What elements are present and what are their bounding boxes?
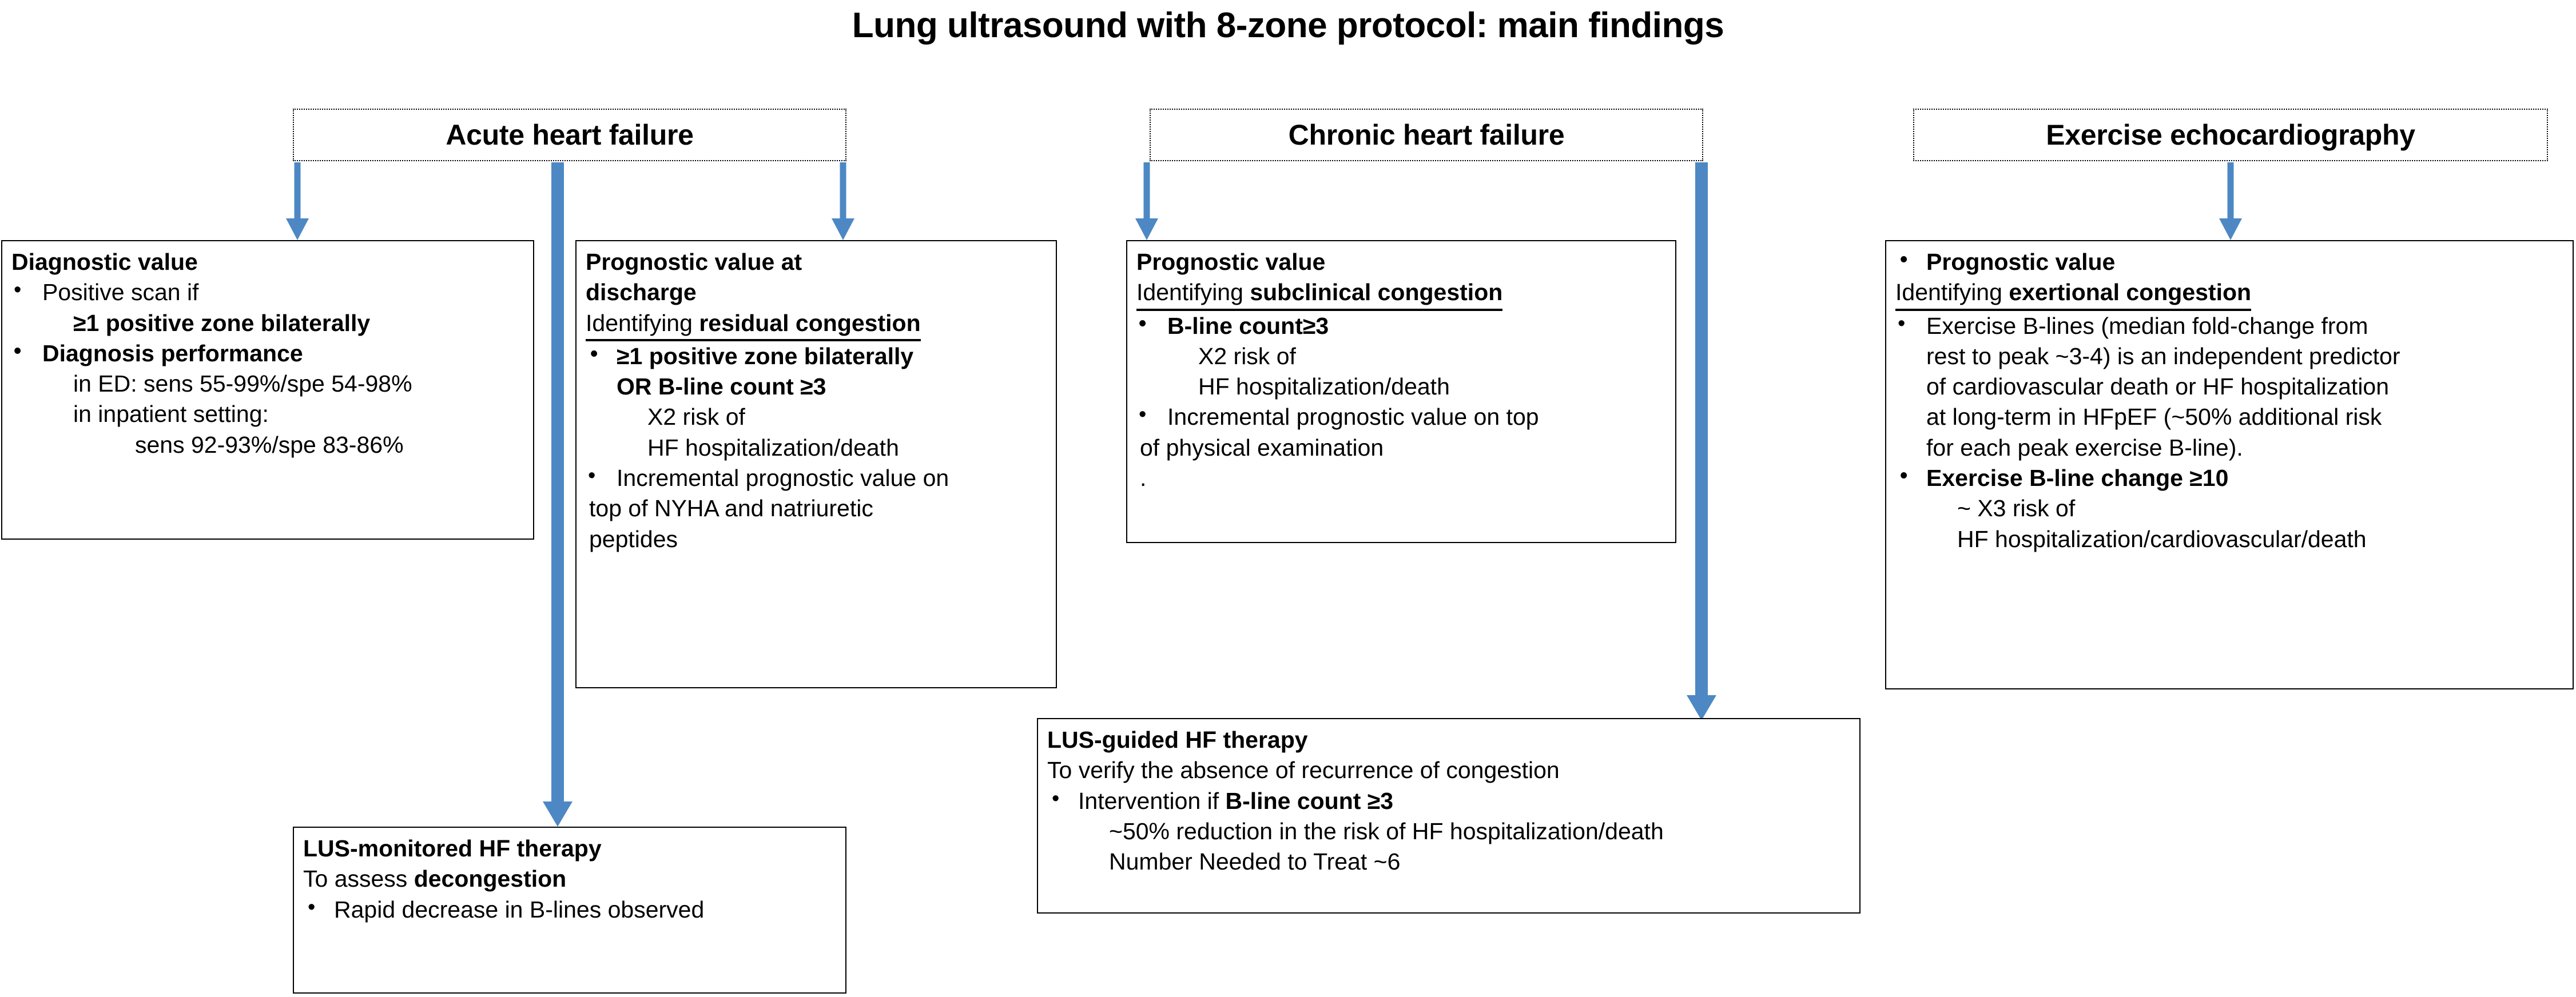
- prognostic-discharge-bullet-1: ≥1 positive zone bilaterally: [586, 340, 1048, 372]
- prognostic-chronic-bullet-2: Incremental prognostic value on top: [1136, 401, 1667, 432]
- arrow-head: [2219, 218, 2242, 240]
- prognostic-chronic-bullet-1-sub-2: HF hospitalization/death: [1198, 373, 1450, 400]
- arrow-head: [286, 218, 309, 240]
- arrow-head: [1687, 695, 1716, 720]
- arrow-shaft: [2227, 162, 2234, 218]
- prognostic-discharge-subheading-bold: residual congestion: [699, 309, 921, 336]
- box-diagnostic-value[interactable]: Diagnostic value Positive scan if ≥1 pos…: [1, 240, 534, 540]
- prognostic-chronic-bullet-1-sub-1: X2 risk of: [1198, 342, 1296, 369]
- lus-guided-bullet-1-sub-1: ~50% reduction in the risk of HF hospita…: [1109, 817, 1664, 844]
- header-box-exercise-echocardiography[interactable]: Exercise echocardiography: [1913, 109, 2548, 161]
- box-lus-guided-hf-therapy[interactable]: LUS-guided HF therapy To verify the abse…: [1037, 718, 1861, 914]
- prognostic-chronic-stray-period: .: [1140, 465, 1147, 492]
- arrow-chronic-to-lus-guided: [1681, 162, 1722, 720]
- arrow-shaft: [840, 162, 846, 218]
- lus-monitored-line-2-bold: decongestion: [414, 866, 567, 892]
- prognostic-exercise-bullet-1-line-2: rest to peak ~3-4) is an independent pre…: [1926, 342, 2400, 369]
- lus-guided-bullet-1: Intervention if B-line count ≥3: [1047, 785, 1851, 816]
- prognostic-exercise-bullet-1: Exercise B-lines (median fold-change fro…: [1895, 310, 2565, 341]
- diagnostic-bullet-2-sub-3: sens 92-93%/spe 83-86%: [135, 431, 404, 458]
- prognostic-discharge-bullet-1-sub-2: HF hospitalization/death: [647, 434, 899, 461]
- arrow-shaft: [551, 162, 564, 801]
- arrow-acute-to-prognostic-discharge: [826, 162, 860, 240]
- prognostic-exercise-subheading: Identifying exertional congestion: [1895, 277, 2565, 311]
- arrow-exercise-to-prognostic: [2213, 162, 2248, 240]
- lus-guided-bullet-1-bold: B-line count ≥3: [1225, 787, 1394, 814]
- header-label-acute-heart-failure: Acute heart failure: [446, 119, 694, 151]
- diagnostic-bullet-1-text: Positive scan if: [42, 279, 199, 306]
- prognostic-discharge-bullet-2-line-1: Incremental prognostic value on: [617, 465, 949, 492]
- arrow-shaft: [1143, 162, 1150, 218]
- arrow-head: [543, 801, 573, 827]
- lus-guided-line-2: To verify the absence of recurrence of c…: [1047, 757, 1560, 784]
- prognostic-chronic-bullet-1-text: B-line count≥3: [1167, 312, 1329, 339]
- box-prognostic-value-exercise[interactable]: Prognostic value Identifying exertional …: [1885, 240, 2574, 689]
- prognostic-exercise-bullet-2: Exercise B-line change ≥10: [1895, 462, 2565, 493]
- lus-monitored-line-2: To assess decongestion: [303, 864, 837, 894]
- header-box-chronic-heart-failure[interactable]: Chronic heart failure: [1150, 109, 1703, 161]
- prognostic-exercise-bullet-1-line-5: for each peak exercise B-line).: [1926, 434, 2243, 461]
- prognostic-discharge-bullet-2-line-3: peptides: [589, 525, 678, 552]
- arrow-shaft: [1695, 162, 1708, 695]
- lus-monitored-line-2-plain: To assess: [303, 866, 414, 892]
- prognostic-discharge-bullet-2: Incremental prognostic value on: [586, 462, 1048, 493]
- arrow-head: [1135, 218, 1158, 240]
- prognostic-exercise-subheading-bold: exertional congestion: [2009, 279, 2252, 306]
- lus-monitored-bullet-1: Rapid decrease in B-lines observed: [303, 894, 837, 925]
- prognostic-chronic-heading: Prognostic value: [1136, 249, 1326, 275]
- diagnostic-heading: Diagnostic value: [11, 249, 198, 275]
- prognostic-discharge-heading-line-2: discharge: [586, 279, 697, 306]
- prognostic-exercise-bullet-1-line-3: of cardiovascular death or HF hospitaliz…: [1926, 373, 2390, 400]
- prognostic-exercise-bullet-0-text: Prognostic value: [1926, 249, 2116, 275]
- prognostic-discharge-subheading-plain: Identifying: [586, 309, 693, 336]
- box-prognostic-value-at-discharge[interactable]: Prognostic value at discharge Identifyin…: [575, 240, 1057, 688]
- prognostic-chronic-subheading: Identifying subclinical congestion: [1136, 277, 1667, 311]
- prognostic-discharge-bullet-2-line-2: top of NYHA and natriuretic: [589, 495, 873, 522]
- prognostic-chronic-bullet-2-line-1: Incremental prognostic value on top: [1167, 404, 1539, 430]
- prognostic-chronic-bullet-1: B-line count≥3: [1136, 310, 1667, 341]
- header-box-acute-heart-failure[interactable]: Acute heart failure: [293, 109, 846, 161]
- prognostic-chronic-bullet-2-line-2: of physical examination: [1140, 434, 1384, 461]
- prognostic-discharge-bullet-1-sub-1: X2 risk of: [647, 404, 745, 430]
- prognostic-exercise-bullet-1-line-1: Exercise B-lines (median fold-change fro…: [1926, 312, 2368, 339]
- page-title: Lung ultrasound with 8-zone protocol: ma…: [852, 6, 1724, 45]
- prognostic-discharge-subheading: Identifying residual congestion: [586, 308, 1048, 341]
- header-label-exercise-echocardiography: Exercise echocardiography: [2046, 119, 2415, 151]
- arrow-acute-to-lus-monitored: [538, 162, 578, 827]
- prognostic-exercise-bullet-2-sub-1: ~ X3 risk of: [1957, 495, 2076, 522]
- prognostic-discharge-bullet-1-line-2: OR B-line count ≥3: [617, 373, 826, 400]
- diagnostic-bullet-2-sub-2: in inpatient setting:: [73, 401, 269, 428]
- prognostic-exercise-bullet-2-sub-2: HF hospitalization/cardiovascular/death: [1957, 525, 2367, 552]
- lus-monitored-heading: LUS-monitored HF therapy: [303, 835, 602, 862]
- arrow-head: [832, 218, 854, 240]
- prognostic-exercise-bullet-1-line-4: at long-term in HFpEF (~50% additional r…: [1926, 404, 2382, 430]
- prognostic-exercise-subheading-plain: Identifying: [1895, 279, 2002, 306]
- prognostic-exercise-bullet-0: Prognostic value: [1895, 246, 2565, 277]
- prognostic-chronic-subheading-plain: Identifying: [1136, 279, 1243, 306]
- lus-guided-bullet-1-sub-2: Number Needed to Treat ~6: [1109, 848, 1401, 875]
- lus-monitored-bullet-1-text: Rapid decrease in B-lines observed: [334, 896, 705, 923]
- diagnostic-bullet-2-text: Diagnosis performance: [42, 340, 303, 366]
- diagnostic-bullet-1-sub: ≥1 positive zone bilaterally: [73, 309, 371, 336]
- lus-guided-bullet-1-plain: Intervention if: [1078, 787, 1226, 814]
- arrow-chronic-to-prognostic: [1130, 162, 1164, 240]
- prognostic-chronic-subheading-bold: subclinical congestion: [1250, 279, 1503, 306]
- prognostic-discharge-bullet-1-line-1: ≥1 positive zone bilaterally: [617, 342, 914, 369]
- lus-guided-heading: LUS-guided HF therapy: [1047, 727, 1308, 753]
- prognostic-exercise-bullet-2-text: Exercise B-line change ≥10: [1926, 465, 2229, 492]
- diagnostic-bullet-1: Positive scan if: [11, 276, 525, 308]
- prognostic-discharge-heading-line-1: Prognostic value at: [586, 249, 802, 275]
- arrow-shaft: [294, 162, 301, 218]
- diagnostic-bullet-2: Diagnosis performance: [11, 337, 525, 369]
- arrow-acute-to-diagnostic: [280, 162, 315, 240]
- box-prognostic-value-chronic[interactable]: Prognostic value Identifying subclinical…: [1126, 240, 1676, 543]
- header-label-chronic-heart-failure: Chronic heart failure: [1288, 119, 1565, 151]
- diagnostic-bullet-2-sub-1: in ED: sens 55-99%/spe 54-98%: [73, 370, 412, 397]
- box-lus-monitored-hf-therapy[interactable]: LUS-monitored HF therapy To assess decon…: [293, 827, 846, 994]
